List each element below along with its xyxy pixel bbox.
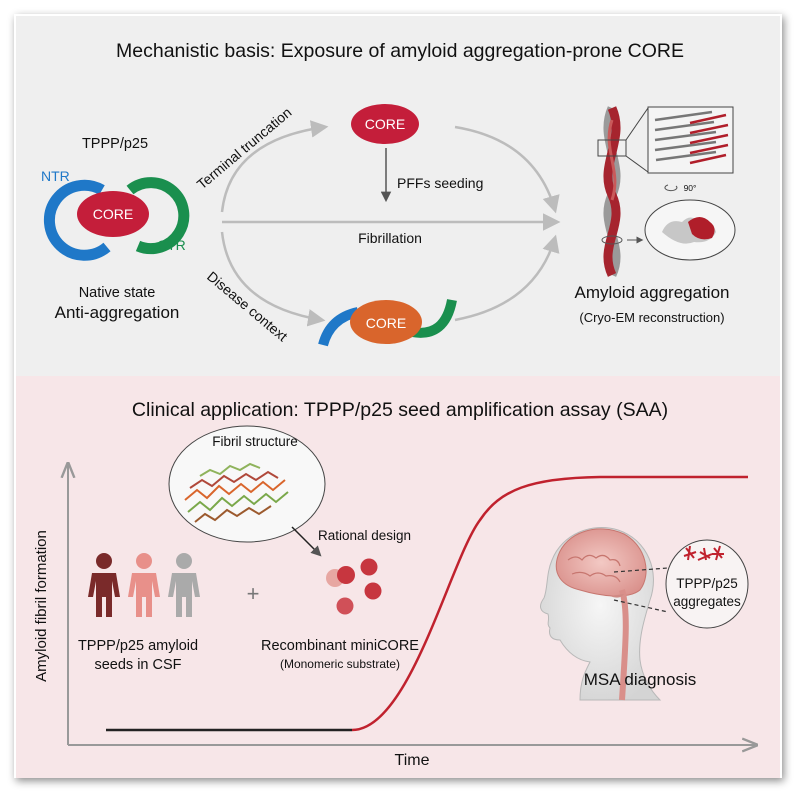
native-core-label: CORE [93, 206, 133, 222]
truncated-core-label: CORE [365, 116, 405, 132]
fibrillation-label: Fibrillation [358, 230, 422, 246]
msa-diagnosis-label: MSA diagnosis [584, 670, 696, 689]
seeds-label-line2: seeds in CSF [94, 657, 181, 673]
pffs-seeding-label: PFFs seeding [397, 175, 483, 191]
disease-core-label: CORE [366, 315, 406, 331]
orange-core-to-aggregate-arrow [454, 234, 560, 322]
protein-name-label: TPPP/p25 [82, 136, 148, 152]
native-state-label: Native state [79, 285, 156, 301]
plus-sign: + [247, 581, 260, 606]
aggregates-label-line1: TPPP/p25 [676, 576, 738, 591]
fibril-side-strands [654, 110, 729, 165]
cross-section-density [662, 217, 716, 244]
aggregates-label-line2: aggregates [673, 594, 741, 609]
aggregates-bubble [665, 539, 749, 629]
core-to-aggregate-arrow [454, 125, 560, 214]
seeds-label-line1: TPPP/p25 amyloid [78, 638, 198, 654]
minicore-spheres [326, 558, 382, 615]
aggregates-icon [683, 545, 724, 561]
y-axis-label: Amyloid fibril formation [33, 530, 50, 682]
bottom-panel-title: Clinical application: TPPP/p25 seed ampl… [132, 399, 668, 421]
zoom-box-marker [597, 139, 627, 157]
patient-icon-gray [168, 553, 200, 617]
disease-ctr-tail [411, 298, 457, 338]
anti-aggregation-label: Anti-aggregation [55, 303, 180, 322]
ntr-label: NTR [41, 168, 70, 184]
bottom-panel-background [16, 376, 780, 778]
x-axis-label: Time [395, 752, 430, 769]
patient-icon-dark [88, 553, 120, 617]
ctr-loop [126, 177, 190, 255]
zoom-line-bottom [625, 155, 649, 173]
cryo-em-label: (Cryo-EM reconstruction) [579, 310, 724, 325]
top-panel-title: Mechanistic basis: Exposure of amyloid a… [116, 40, 684, 62]
rotation-label: 90° [684, 183, 697, 193]
cross-section-marker [601, 235, 623, 245]
rotation-icon [664, 184, 678, 192]
rational-design-arrow [291, 526, 322, 557]
native-core-oval [77, 191, 149, 237]
fibril-structure-bubble [168, 425, 326, 543]
truncated-core-oval [351, 104, 419, 144]
patient-icon-light [128, 553, 160, 617]
ctr-label: CTR [157, 237, 186, 253]
amplification-curve [351, 475, 748, 732]
callout-line-bottom [613, 599, 669, 613]
fibril-atomic-model [184, 462, 289, 523]
disease-context-arrow [220, 231, 326, 327]
disease-core-oval [350, 300, 422, 344]
amyloid-aggregation-label: Amyloid aggregation [575, 283, 730, 302]
callout-line-top [613, 567, 669, 573]
rational-design-label: Rational design [318, 528, 411, 543]
minicore-label-line2: (Monomeric substrate) [280, 657, 400, 671]
fibril-structure-label: Fibril structure [212, 434, 298, 449]
ntr-loop [43, 179, 111, 261]
truncation-arrow [220, 120, 329, 213]
minicore-label-line1: Recombinant miniCORE [261, 638, 419, 654]
fibril-helix [603, 106, 621, 277]
zoom-line-top [625, 107, 649, 141]
